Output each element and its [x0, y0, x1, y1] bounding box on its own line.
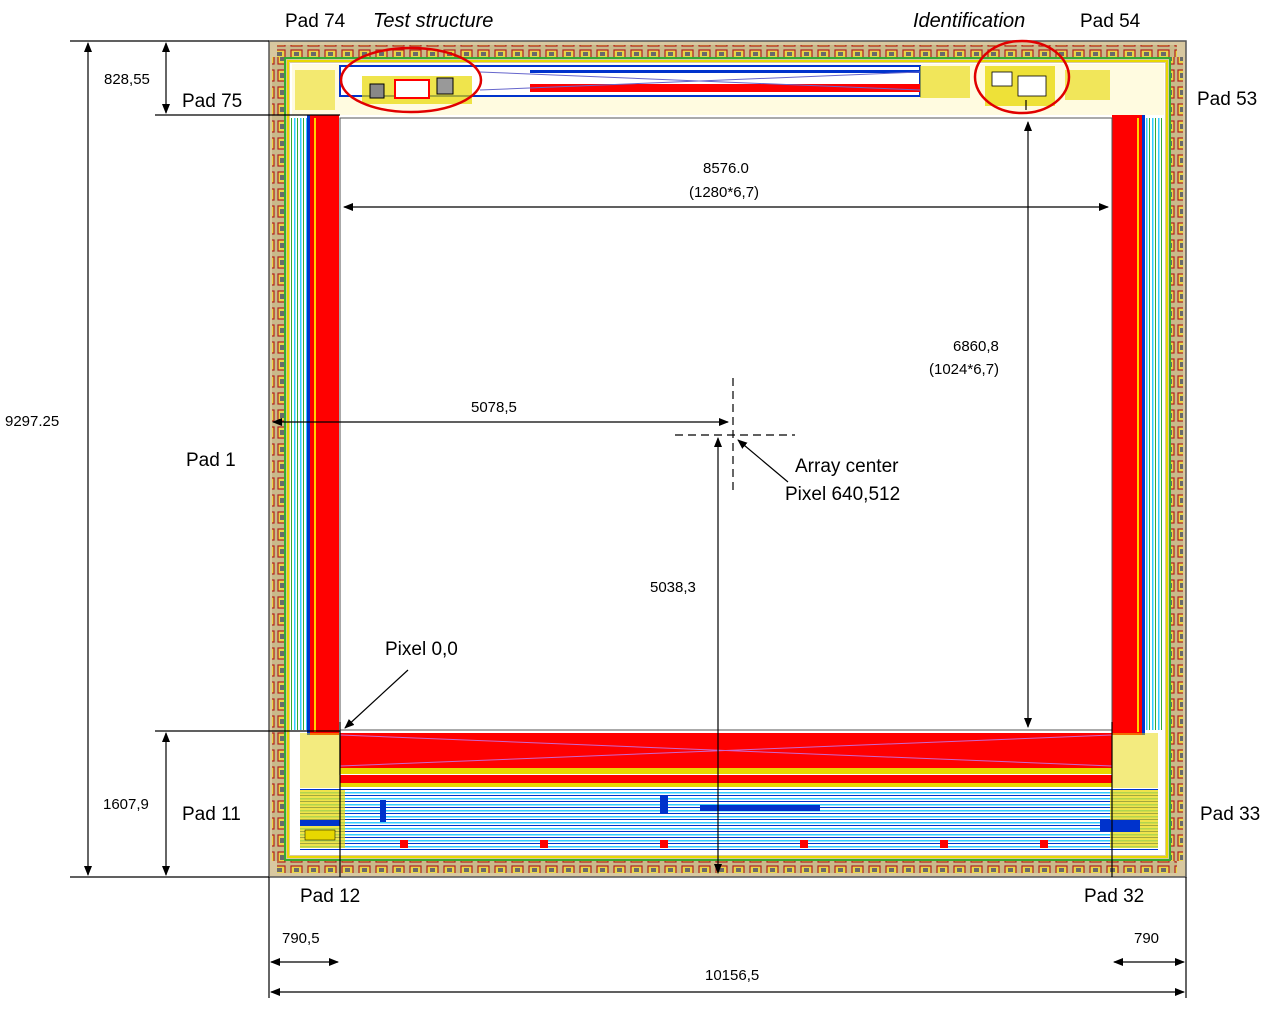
test-structure-block [362, 76, 472, 104]
array-width-value: 8576.0 [703, 160, 749, 177]
pad54-label: Pad 54 [1080, 11, 1141, 32]
array-center-label-line2: Pixel 640,512 [785, 484, 900, 505]
dimension-lines [70, 40, 1187, 998]
array-center-label-line1: Array center [795, 456, 899, 477]
right-routing [1146, 118, 1164, 730]
pad74-label: Pad 74 [285, 11, 346, 32]
total-width-value: 10156,5 [705, 967, 759, 984]
identification-label: Identification [913, 10, 1025, 32]
identification-ellipse [973, 39, 1071, 115]
center-y-value: 5038,3 [650, 579, 696, 596]
pixel00-label: Pixel 0,0 [385, 639, 458, 660]
bottom-margin-value: 1607,9 [103, 796, 149, 813]
pad75-label: Pad 75 [182, 91, 242, 112]
pad33-label: Pad 33 [1200, 804, 1260, 825]
center-x-value: 5078,5 [471, 399, 517, 416]
test-structure-ellipse [339, 46, 483, 114]
pad11-label: Pad 11 [182, 804, 241, 825]
bottom-readout [300, 733, 1158, 852]
top-margin-value: 828,55 [104, 71, 150, 88]
left-margin-value: 790,5 [282, 930, 320, 947]
pixel00-pointer [344, 669, 409, 729]
array-height-formula: (1024*6,7) [929, 361, 999, 378]
pad12-label: Pad 12 [300, 886, 360, 907]
array-center-pointer [737, 439, 789, 483]
left-pad-column [272, 57, 284, 861]
right-margin-value: 790 [1134, 930, 1159, 947]
identification-block [985, 66, 1055, 106]
total-height-value: 9297.25 [5, 413, 59, 430]
chip-die [268, 40, 1187, 878]
left-routing [290, 118, 308, 730]
pad32-label: Pad 32 [1084, 886, 1144, 907]
test-structure-label: Test structure [373, 10, 493, 32]
right-pad-column [1171, 57, 1183, 861]
pad1-label: Pad 1 [186, 450, 236, 471]
top-pad-row [277, 45, 1177, 57]
array-center-crosshair [675, 378, 795, 493]
bottom-pad-row [277, 861, 1177, 873]
array-height-value: 6860,8 [953, 338, 999, 355]
array-width-formula: (1280*6,7) [689, 184, 759, 201]
pad53-label: Pad 53 [1197, 89, 1257, 110]
